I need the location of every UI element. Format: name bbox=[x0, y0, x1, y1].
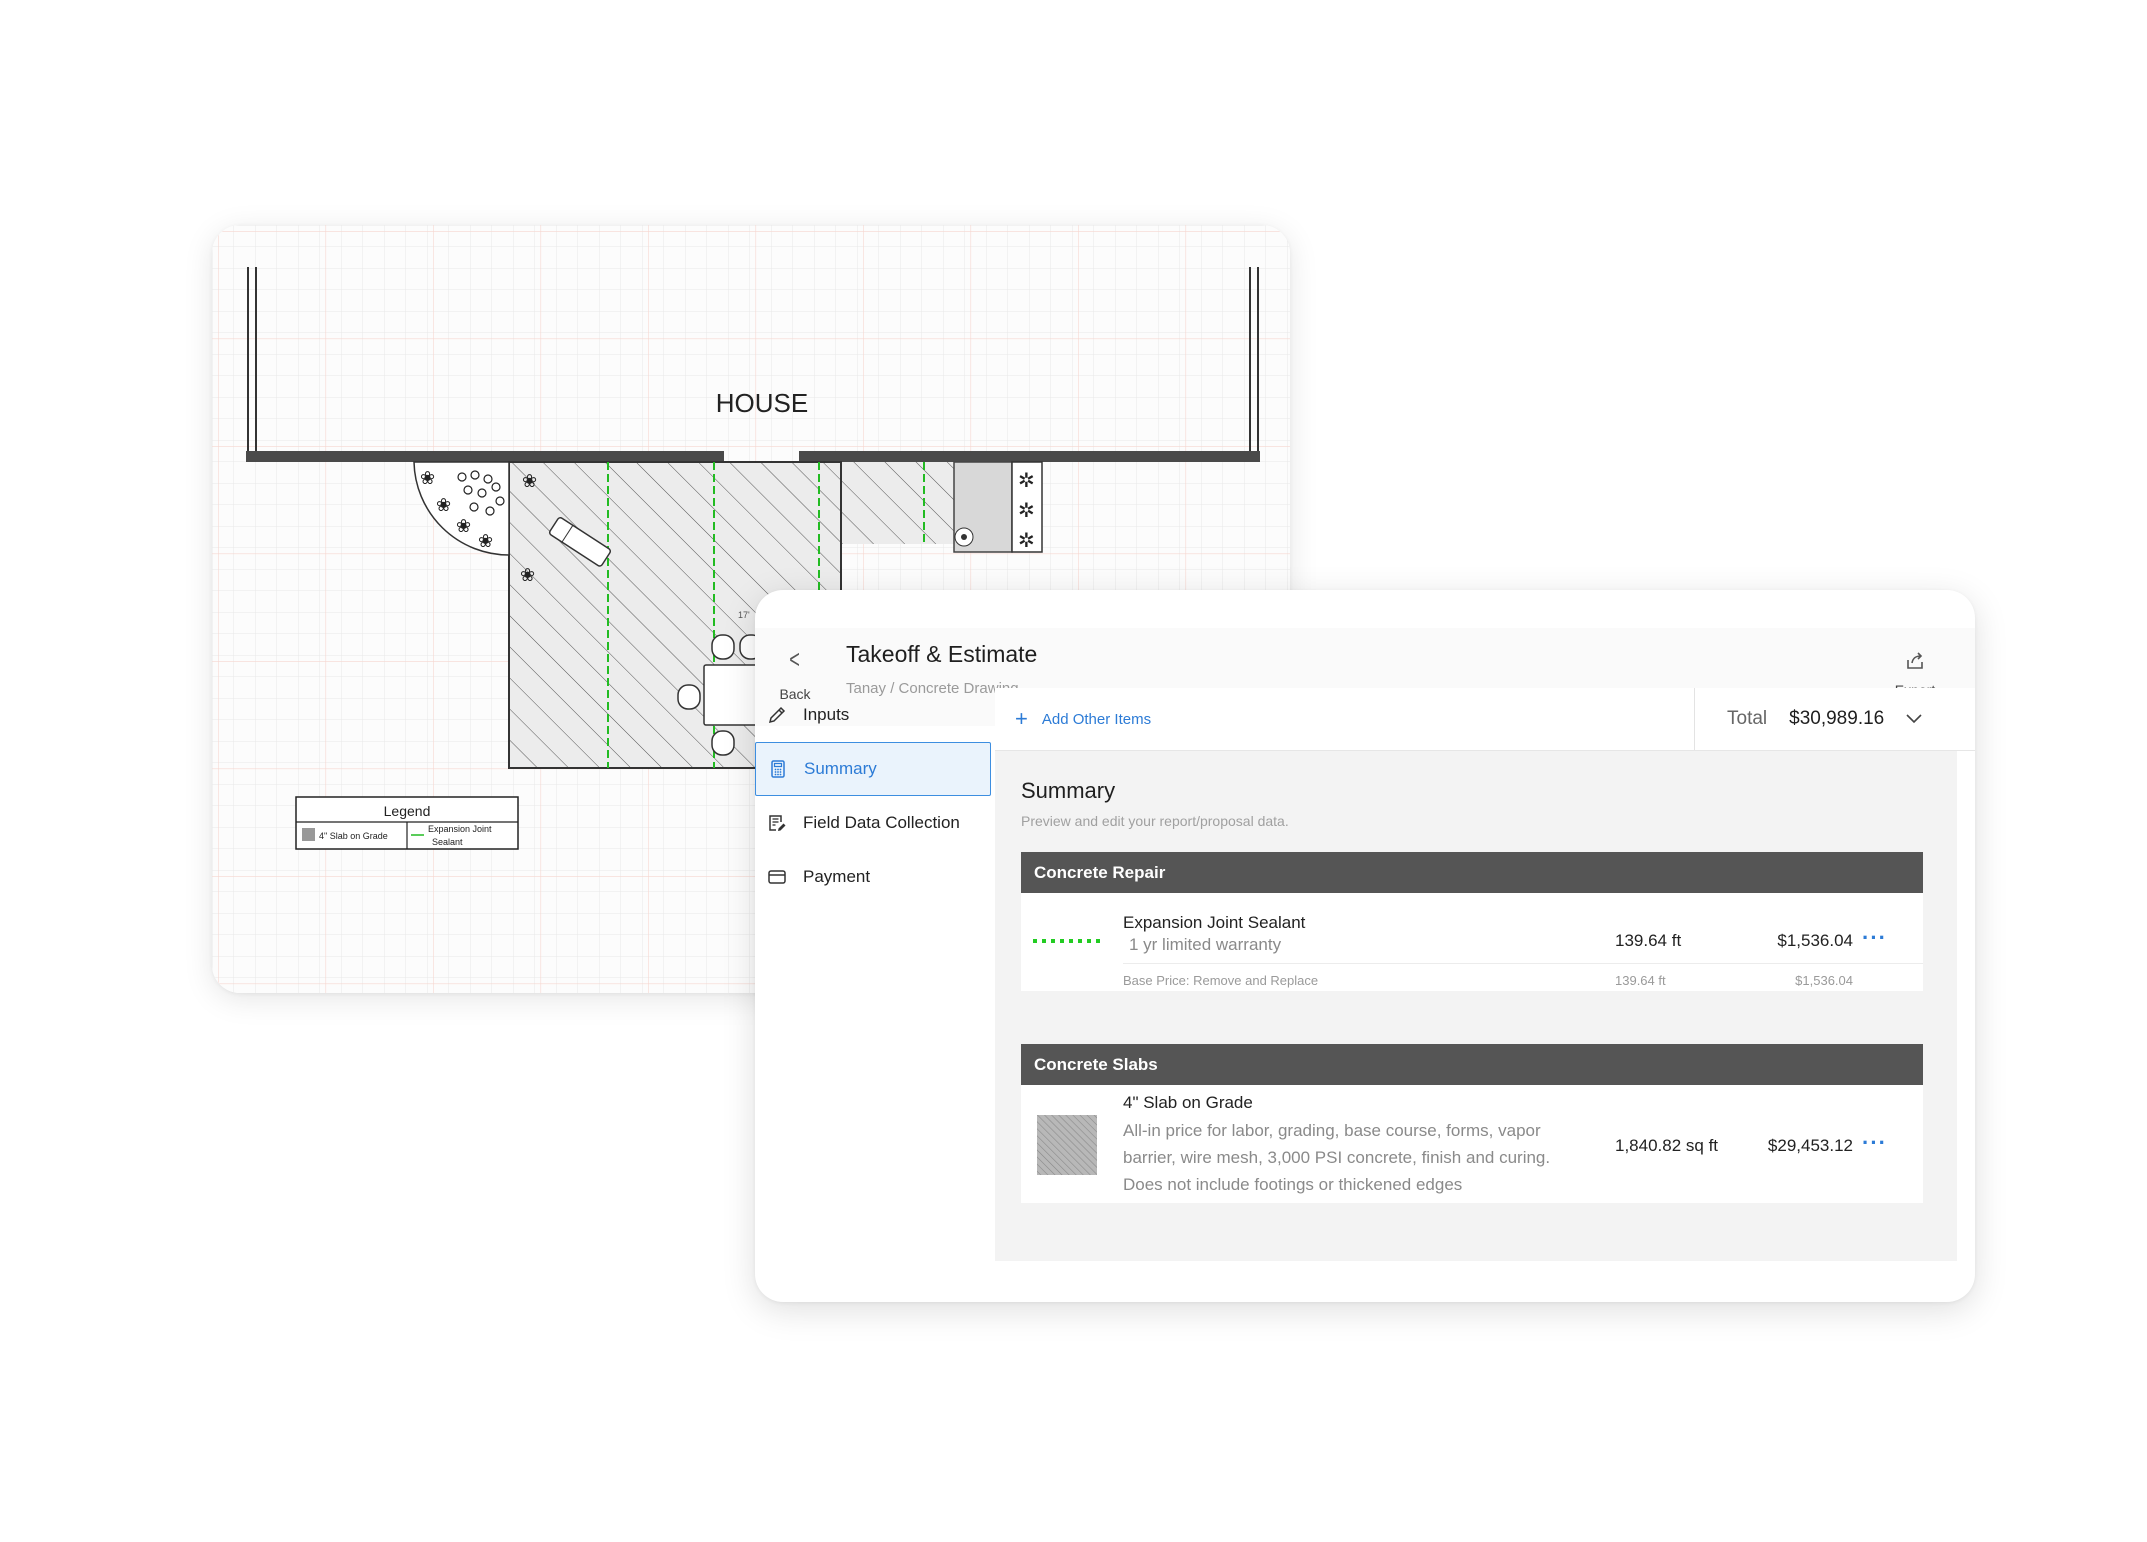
add-other-items-label: Add Other Items bbox=[1041, 710, 1152, 728]
item-description-line-2: barrier, wire mesh, 3,000 PSI concrete, … bbox=[1123, 1148, 1551, 1167]
summary-title: Summary bbox=[1021, 778, 1116, 803]
svg-text:❀: ❀ bbox=[478, 531, 493, 552]
sidebar-item-payment[interactable]: Payment bbox=[755, 850, 991, 904]
svg-text:❀: ❀ bbox=[520, 565, 535, 586]
legend-item-slab: 4" Slab on Grade bbox=[319, 831, 388, 841]
lounge-chair bbox=[548, 517, 612, 567]
summary-panel: Summary Preview and edit your report/pro… bbox=[995, 751, 1957, 1261]
total-dropdown[interactable]: Total $30,989.16 bbox=[1694, 688, 1975, 750]
back-label: Back bbox=[779, 686, 811, 702]
back-button[interactable]: < Back bbox=[765, 634, 825, 714]
base-price-label: Base Price: Remove and Replace bbox=[1123, 973, 1319, 988]
svg-text:❀: ❀ bbox=[456, 516, 471, 537]
summary-toolbar: + Add Other Items Total $30,989.16 bbox=[995, 688, 1975, 751]
slab-hatch-swatch bbox=[1037, 1115, 1097, 1175]
legend-slab-swatch bbox=[302, 828, 315, 841]
sidebar-item-label: Field Data Collection bbox=[803, 813, 960, 832]
pencil-icon bbox=[767, 705, 789, 725]
planting-bed: ❀❀❀ ❀❀❀ bbox=[413, 461, 537, 586]
chevron-left-icon: < bbox=[789, 644, 801, 674]
expansion-joint-swatch bbox=[1033, 939, 1101, 943]
add-other-items-button[interactable]: + Add Other Items bbox=[1015, 688, 1151, 750]
base-price-quantity: 139.64 ft bbox=[1615, 973, 1666, 988]
svg-text:❀: ❀ bbox=[436, 495, 451, 516]
dining-set bbox=[677, 634, 765, 756]
item-price: $29,453.12 bbox=[1767, 1136, 1853, 1155]
sidebar-item-label: Payment bbox=[803, 867, 871, 886]
sidebar: Inputs Summary Field Data Collection Pay… bbox=[755, 688, 995, 904]
dimension-label: 17' bbox=[738, 610, 750, 620]
svg-text:❀: ❀ bbox=[420, 468, 435, 489]
sidebar-item-field-data-collection[interactable]: Field Data Collection bbox=[755, 796, 991, 850]
divider bbox=[1123, 963, 1923, 964]
legend-item-joint-line1: Expansion Joint bbox=[428, 824, 492, 834]
page-title: Takeoff & Estimate bbox=[846, 641, 1038, 667]
legend-title: Legend bbox=[384, 803, 431, 819]
calculator-icon bbox=[768, 759, 790, 779]
clipboard-edit-icon bbox=[767, 813, 789, 833]
item-description-line-3: Does not include footings or thickened e… bbox=[1123, 1175, 1463, 1194]
base-price-value: $1,536.04 bbox=[1795, 973, 1853, 988]
legend-item-joint-line2: Sealant bbox=[432, 837, 463, 847]
credit-card-icon bbox=[767, 867, 789, 887]
shrub-row: ✲ ✲ ✲ bbox=[1018, 468, 1035, 552]
takeoff-estimate-window: < Back Takeoff & Estimate Tanay / Concre… bbox=[755, 590, 1975, 1302]
legend: Legend 4" Slab on Grade Expansion Joint … bbox=[295, 796, 519, 850]
more-options-icon[interactable]: ··· bbox=[1862, 1130, 1887, 1155]
sidebar-item-label: Inputs bbox=[803, 705, 850, 724]
sidebar-item-summary[interactable]: Summary bbox=[755, 742, 991, 796]
item-name: 4" Slab on Grade bbox=[1123, 1093, 1253, 1112]
more-options-icon[interactable]: ··· bbox=[1862, 925, 1887, 950]
item-quantity: 1,840.82 sq ft bbox=[1615, 1136, 1719, 1155]
svg-text:✲: ✲ bbox=[1018, 498, 1035, 522]
plus-icon: + bbox=[1015, 706, 1028, 731]
item-name: Expansion Joint Sealant bbox=[1123, 913, 1306, 932]
svg-text:✲: ✲ bbox=[1018, 468, 1035, 492]
section-header-concrete-slabs: Concrete Slabs bbox=[1021, 1044, 1923, 1085]
summary-subtitle: Preview and edit your report/proposal da… bbox=[1021, 813, 1289, 829]
section-header-concrete-repair: Concrete Repair bbox=[1021, 852, 1923, 893]
chevron-down-icon bbox=[1906, 714, 1922, 724]
line-item-slab-on-grade[interactable]: 4" Slab on Grade All-in price for labor,… bbox=[1021, 1085, 1923, 1203]
breadcrumb: Tanay / Concrete Drawing bbox=[846, 680, 1019, 697]
item-description-line-1: All-in price for labor, grading, base co… bbox=[1123, 1121, 1541, 1140]
item-quantity: 139.64 ft bbox=[1615, 931, 1682, 950]
total-label: Total bbox=[1727, 708, 1768, 729]
share-export-icon bbox=[1907, 652, 1923, 669]
svg-text:✲: ✲ bbox=[1018, 528, 1035, 552]
line-item-expansion-joint[interactable]: Expansion Joint Sealant 1 yr limited war… bbox=[1021, 893, 1923, 991]
svg-text:❀: ❀ bbox=[522, 471, 537, 492]
item-price: $1,536.04 bbox=[1777, 931, 1853, 950]
sidebar-item-label: Summary bbox=[804, 759, 877, 778]
item-description: 1 yr limited warranty bbox=[1129, 935, 1282, 954]
house-label: HOUSE bbox=[716, 388, 808, 418]
house-outline bbox=[246, 267, 1260, 462]
sidebar-item-inputs[interactable]: Inputs bbox=[755, 688, 991, 742]
total-value: $30,989.16 bbox=[1789, 708, 1885, 729]
